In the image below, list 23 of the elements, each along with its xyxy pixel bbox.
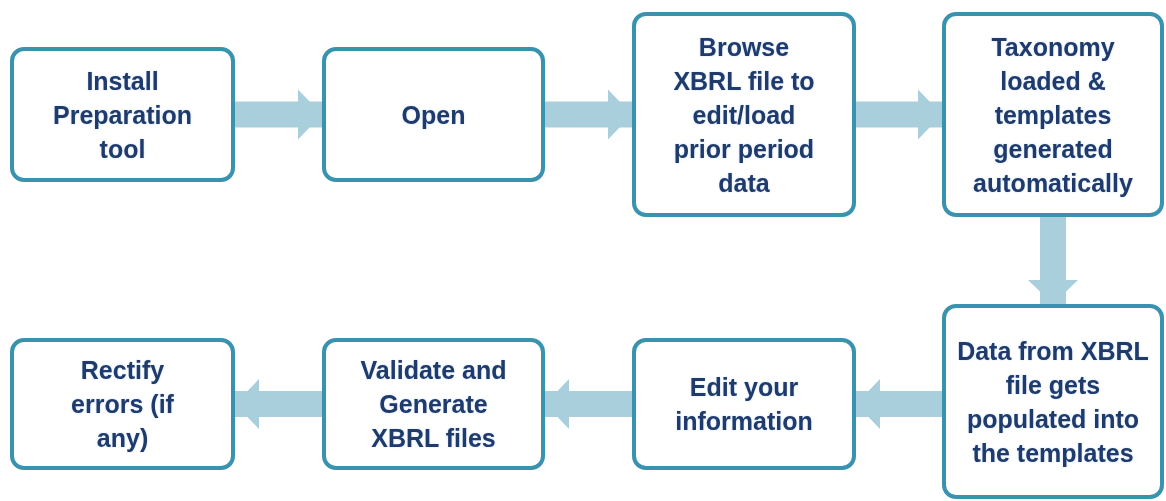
step-text: Taxonomy loaded & templates generated automatically: [972, 31, 1134, 199]
block-arrow: [235, 89, 322, 140]
step-text: Browse XBRL file to edit/load prior period data: [672, 31, 816, 199]
step-text: Edit your information: [674, 372, 814, 437]
block-arrow: [856, 89, 942, 140]
process-box: [632, 338, 856, 470]
step-text: Open: [401, 99, 466, 131]
step-text: Validate and Generate XBRL files: [359, 355, 508, 454]
block-arrow: [545, 89, 632, 140]
process-box: [322, 338, 545, 470]
process-box: [942, 304, 1164, 499]
block-arrow: [235, 379, 322, 429]
process-box: [632, 12, 856, 217]
block-arrow: [1028, 217, 1078, 304]
block-arrow: [856, 379, 942, 429]
process-box: [322, 47, 545, 182]
step-text: Install Preparation tool: [52, 65, 193, 165]
step-text: Data from XBRL file gets populated into the templates: [956, 335, 1150, 469]
block-arrow: [545, 379, 632, 429]
process-box: [10, 338, 235, 470]
process-box: [942, 12, 1164, 217]
process-box: [10, 47, 235, 182]
step-text: Rectify errors (if any): [70, 355, 175, 454]
